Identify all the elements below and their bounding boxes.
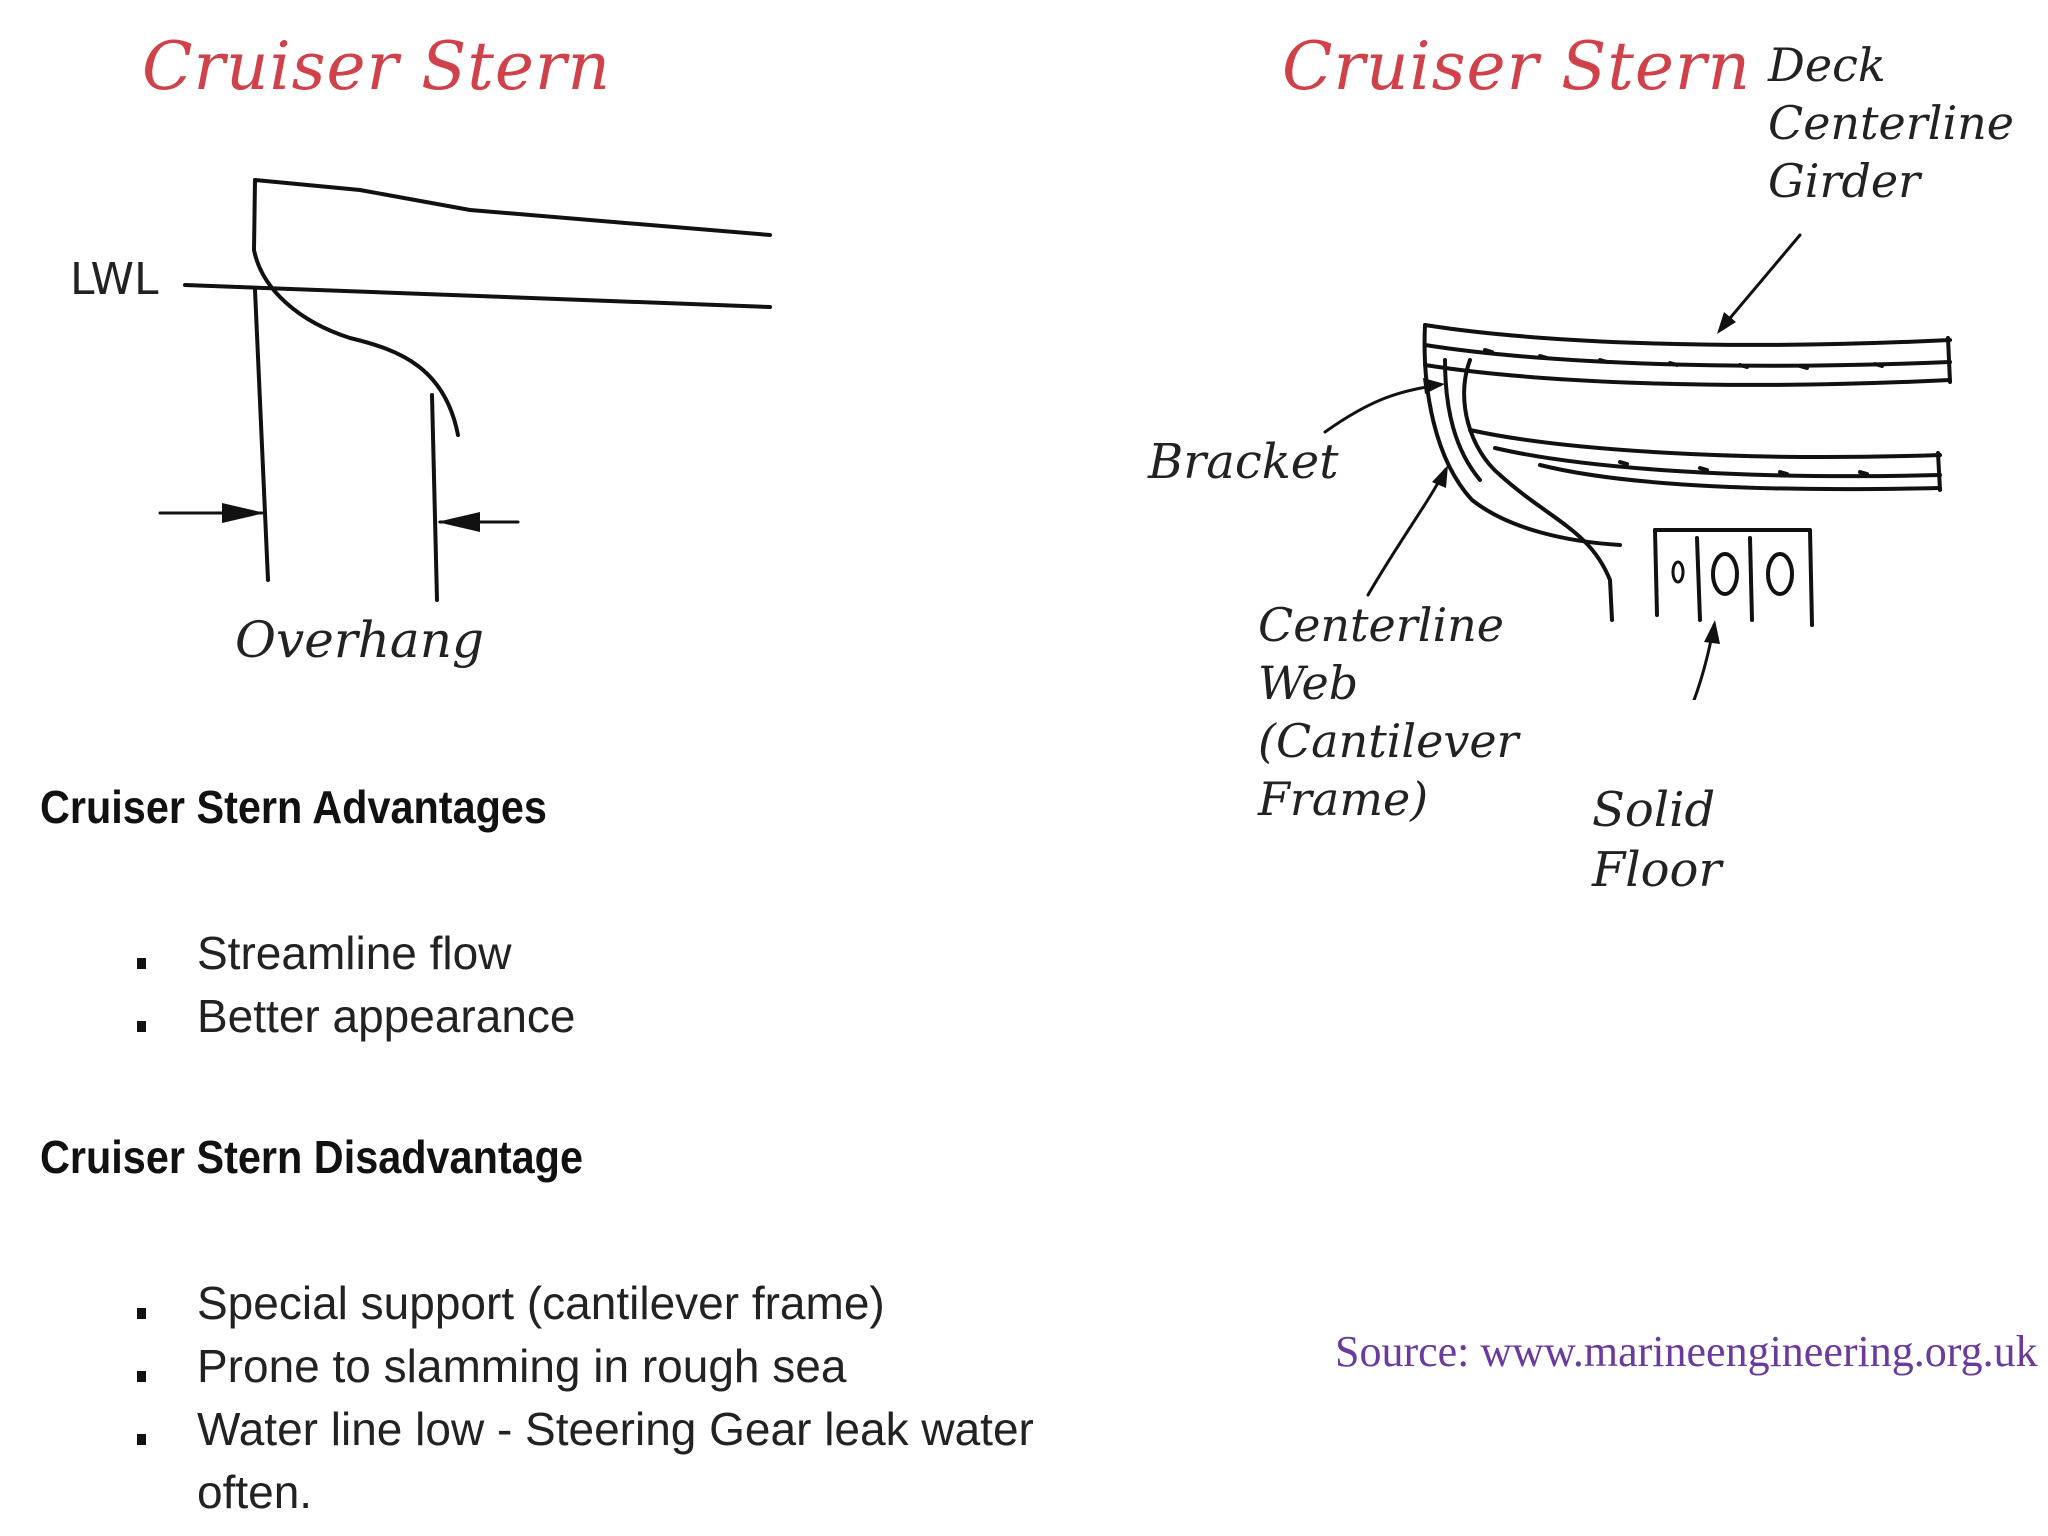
advantages-heading: Cruiser Stern Advantages bbox=[40, 781, 547, 833]
structure-lines bbox=[1323, 233, 1952, 700]
list-item: Prone to slamming in rough sea bbox=[137, 1335, 1034, 1398]
deck-centerline-girder-label: Deck Centerline Girder bbox=[1768, 38, 2015, 208]
list-item: Water line low - Steering Gear leak wate… bbox=[137, 1398, 1034, 1461]
stern-structure-diagram bbox=[1323, 233, 1952, 700]
solid-floor-label: Solid Floor bbox=[1592, 782, 1722, 898]
stern-profile-lines bbox=[158, 178, 772, 602]
source-credit: Source: www.marineengineering.org.uk bbox=[1335, 1327, 2038, 1376]
lwl-label: LWL bbox=[70, 254, 159, 305]
list-item: Better appearance bbox=[137, 985, 576, 1048]
overhang-label: Overhang bbox=[235, 611, 484, 669]
left-diagram-title: Cruiser Stern bbox=[142, 28, 611, 105]
disadvantages-heading: Cruiser Stern Disadvantage bbox=[40, 1131, 583, 1183]
list-item: Streamline flow bbox=[137, 922, 576, 985]
disadvantages-list: Special support (cantilever frame) Prone… bbox=[137, 1272, 1034, 1524]
right-diagram-title: Cruiser Stern bbox=[1282, 28, 1751, 105]
bracket-label: Bracket bbox=[1148, 434, 1339, 490]
stern-profile-diagram bbox=[158, 178, 772, 602]
list-item: Special support (cantilever frame) bbox=[137, 1272, 1034, 1335]
advantages-list: Streamline flow Better appearance bbox=[137, 922, 576, 1048]
centerline-web-label: Centerline Web (Cantilever Frame) bbox=[1258, 598, 1519, 826]
list-item-continuation: often. bbox=[197, 1466, 313, 1518]
